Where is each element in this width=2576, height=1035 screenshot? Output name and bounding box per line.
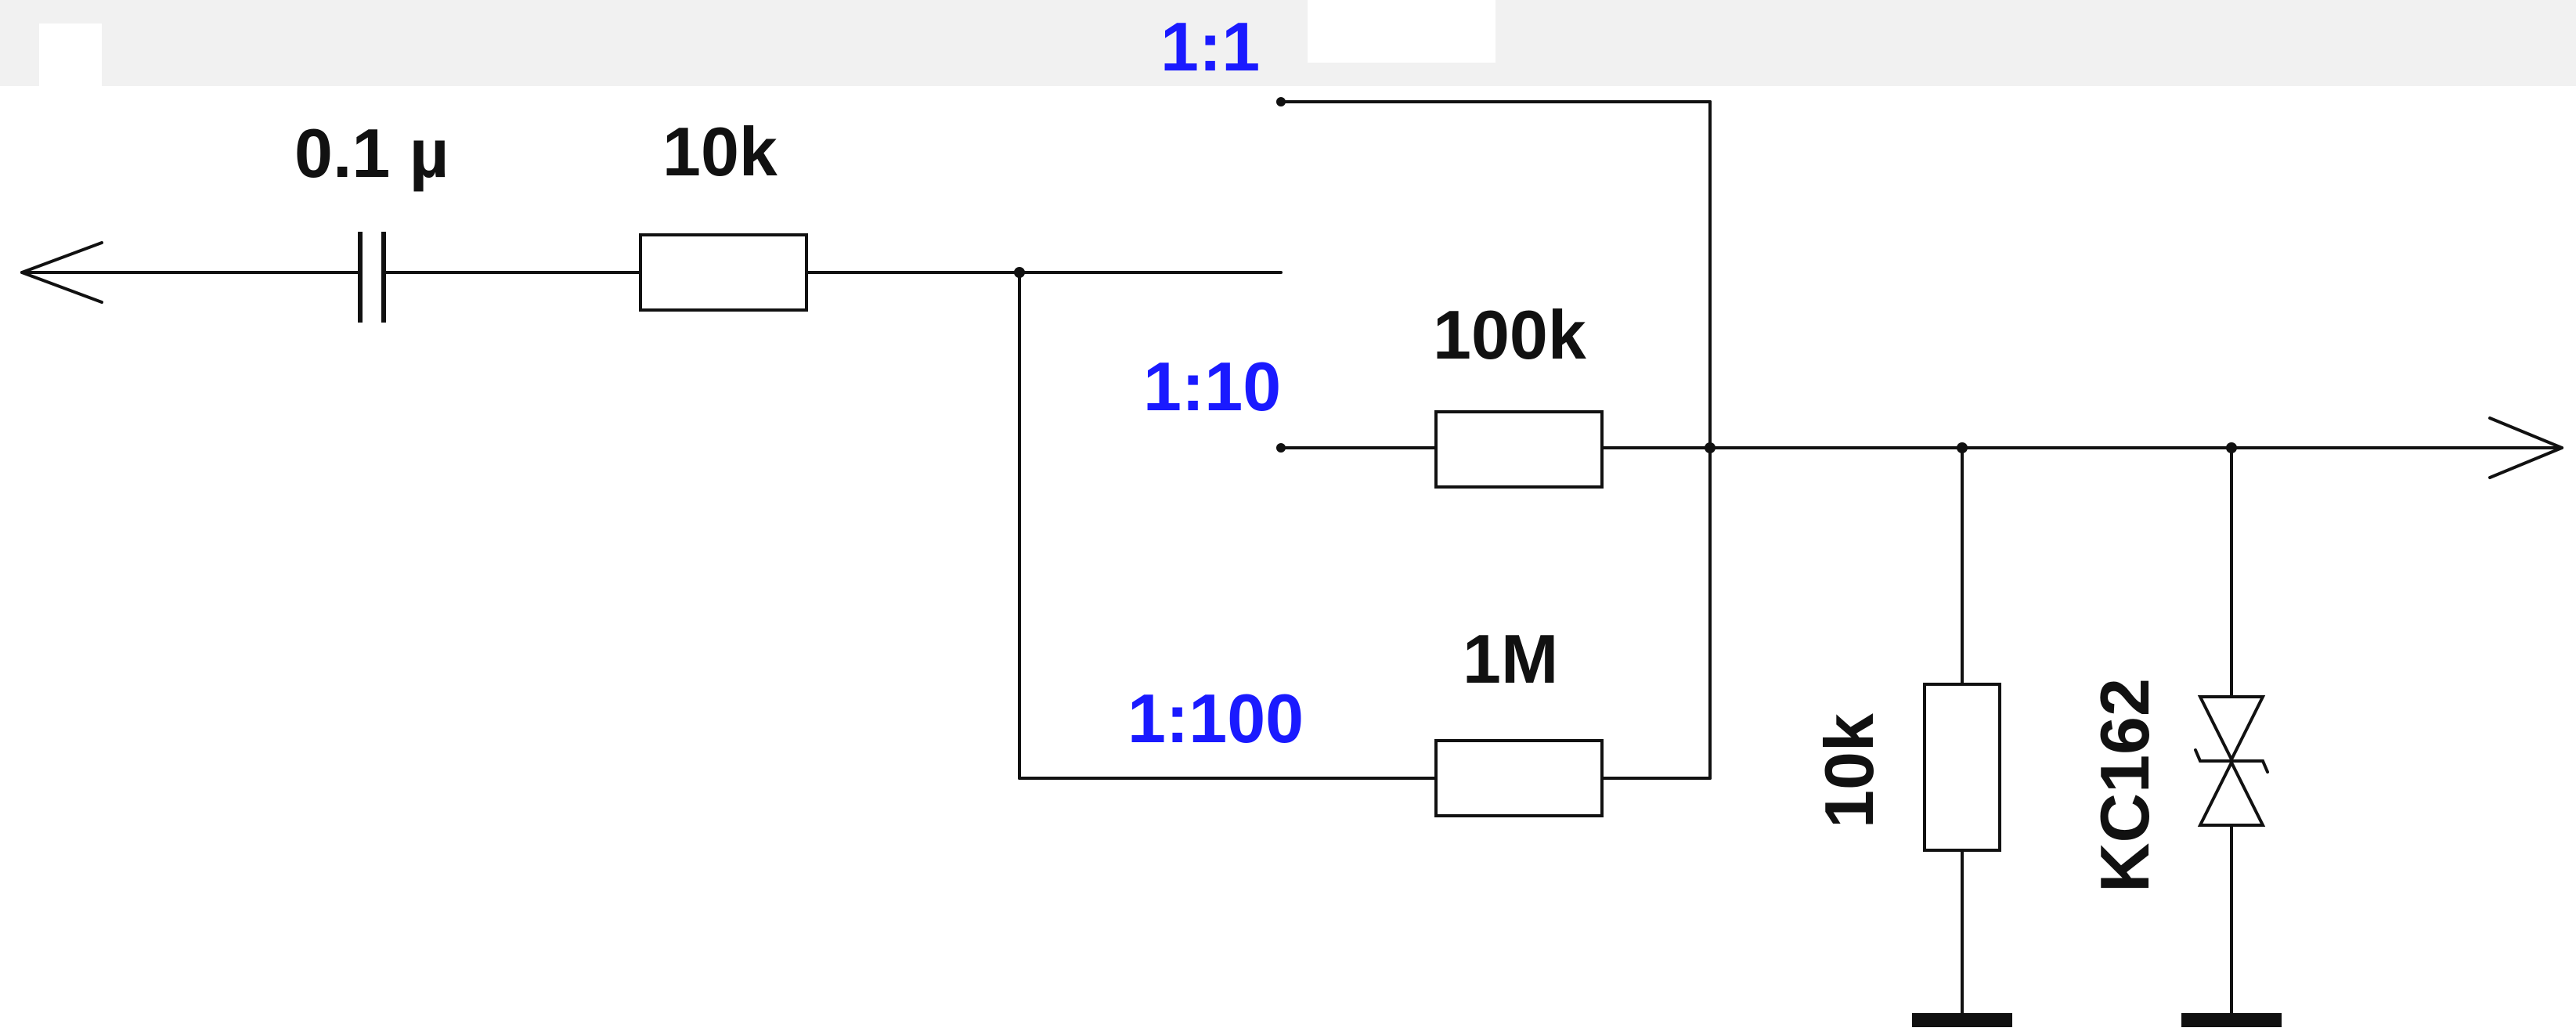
input-arrow [20, 241, 360, 304]
ground-symbol-diode [2181, 1013, 2282, 1027]
top-band [0, 0, 2576, 86]
switch-label-1-1: 1:1 [1160, 8, 1260, 85]
resistor-load-label: 10k [1810, 712, 1888, 828]
resistor-series-10k [639, 233, 808, 312]
resistor-1m [1434, 739, 1604, 817]
diode-kc162 [2194, 695, 2269, 827]
output-arrow [2488, 417, 2563, 479]
resistor-100k [1434, 410, 1604, 489]
top-white-patch-left [39, 23, 102, 86]
diode-label: KC162 [2086, 678, 2163, 893]
capacitor-label: 0.1 µ [294, 114, 449, 192]
capacitor-0-1u [358, 232, 386, 323]
resistor-series-label: 10k [662, 113, 778, 190]
switch-label-1-10: 1:10 [1143, 348, 1281, 425]
resistor-1m-label: 1M [1463, 620, 1558, 698]
top-white-patch-center [1308, 0, 1495, 63]
switch-label-1-100: 1:100 [1127, 680, 1304, 757]
resistor-100k-label: 100k [1433, 296, 1587, 373]
resistor-load-10k [1923, 683, 2001, 852]
ground-symbol-load [1912, 1013, 2012, 1027]
